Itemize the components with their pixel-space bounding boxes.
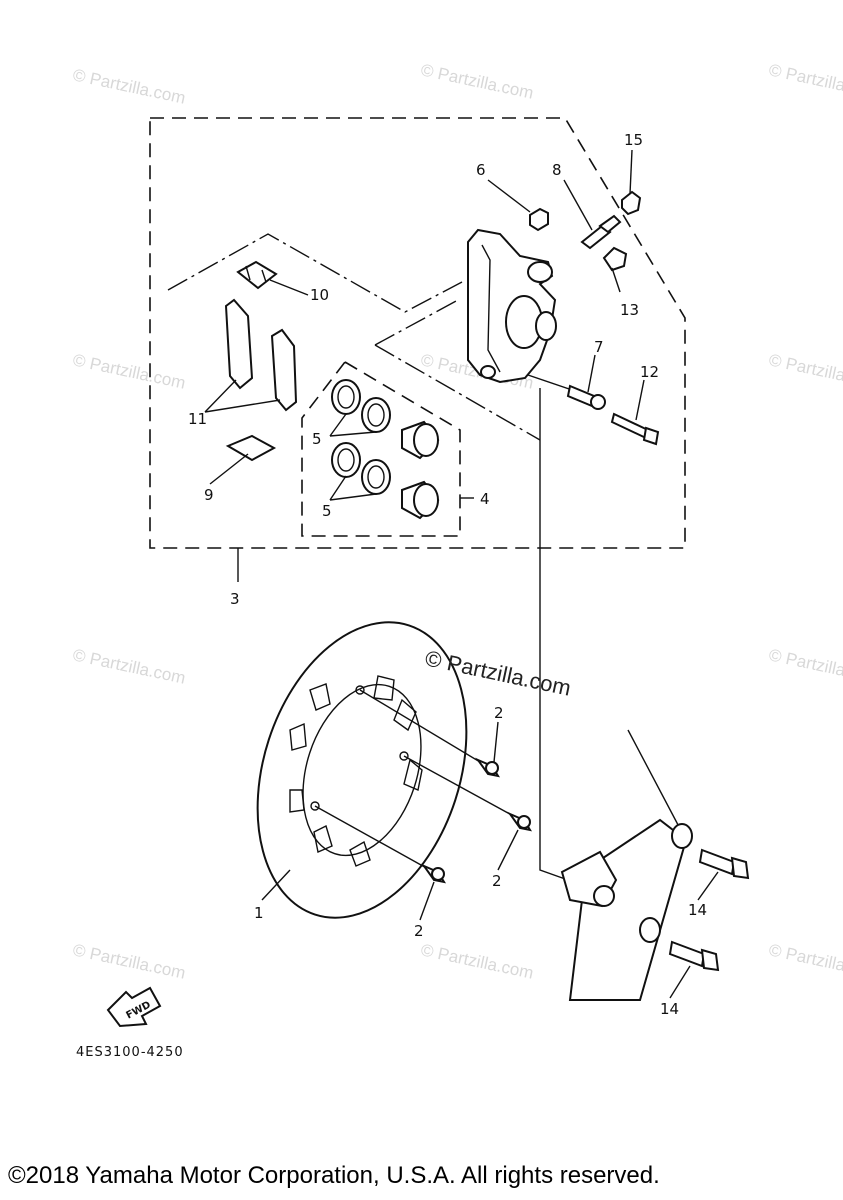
watermark: © Partzilla.com [767,60,843,102]
label-15: 15 [624,131,643,149]
diagram-code: 4ES3100-4250 [76,1045,184,1060]
copyright-text: ©2018 Yamaha Motor Corporation, U.S.A. A… [8,1162,660,1189]
piston-seals[interactable] [331,379,391,495]
label-3: 3 [230,590,240,608]
bolt-leader [314,805,431,871]
pad-spring[interactable] [236,260,278,290]
pad-group-bracket [167,233,463,313]
watermark: © Partzilla.com [419,60,535,102]
label-5: 5 [322,502,332,520]
label-8: 8 [552,161,562,179]
bolt-leader [359,689,486,766]
pistons[interactable] [401,420,440,520]
label-1: 1 [254,904,264,922]
label-12: 12 [640,363,659,381]
label-9: 9 [204,486,214,504]
label-14: 14 [660,1000,679,1018]
brake-disc[interactable] [222,595,502,945]
boot[interactable] [602,246,628,272]
cap[interactable] [621,190,642,216]
caliper-bracket-lower [374,344,541,441]
leader-lines [204,149,719,999]
label-4: 4 [480,490,490,508]
watermark: © Partzilla.com [767,645,843,687]
watermark: © Partzilla.com [767,940,843,982]
front-fork[interactable] [560,729,693,1001]
caliper-bracket [374,299,459,346]
label-11: 11 [188,410,207,428]
label-6: 6 [476,161,486,179]
watermark: © Partzilla.com [767,350,843,392]
label-14: 14 [688,901,707,919]
watermark: © Partzilla.com [71,940,187,982]
label-10: 10 [310,286,329,304]
label-2: 2 [494,704,504,722]
fork-bolt[interactable] [698,848,750,880]
disc-bolt[interactable] [421,863,447,884]
label-2: 2 [414,922,424,940]
label-2: 2 [492,872,502,890]
caliper-bolt[interactable] [610,412,660,446]
pad-spring-lower[interactable] [225,434,277,462]
watermark: © Partzilla.com [71,65,187,107]
watermark-layer: © Partzilla.com © Partzilla.com © Partzi… [71,60,843,982]
label-7: 7 [594,338,604,356]
fwd-arrow-icon: FWD [106,986,162,1028]
brake-pads[interactable] [224,298,298,412]
disc-bolt[interactable] [475,757,501,778]
watermark: © Partzilla.com [419,940,535,982]
label-5: 5 [312,430,322,448]
bleed-cap[interactable] [529,207,549,232]
bolt-leader [403,755,518,819]
fork-bolt[interactable] [668,940,720,972]
caliper-pin[interactable] [566,384,606,410]
seal-kit-boundary [301,360,461,537]
watermark: © Partzilla.com [71,350,187,392]
bleed-screw[interactable] [580,214,622,250]
part-labels: 6 8 15 10 13 7 12 11 5 9 4 5 3 2 2 2 1 1… [188,131,707,1018]
label-13: 13 [620,301,639,319]
brake-caliper[interactable] [467,228,557,384]
watermark: © Partzilla.com [71,645,187,687]
mount-leader-line [539,388,569,881]
disc-bolt[interactable] [507,811,533,832]
caliper-assembly-boundary [149,117,686,549]
